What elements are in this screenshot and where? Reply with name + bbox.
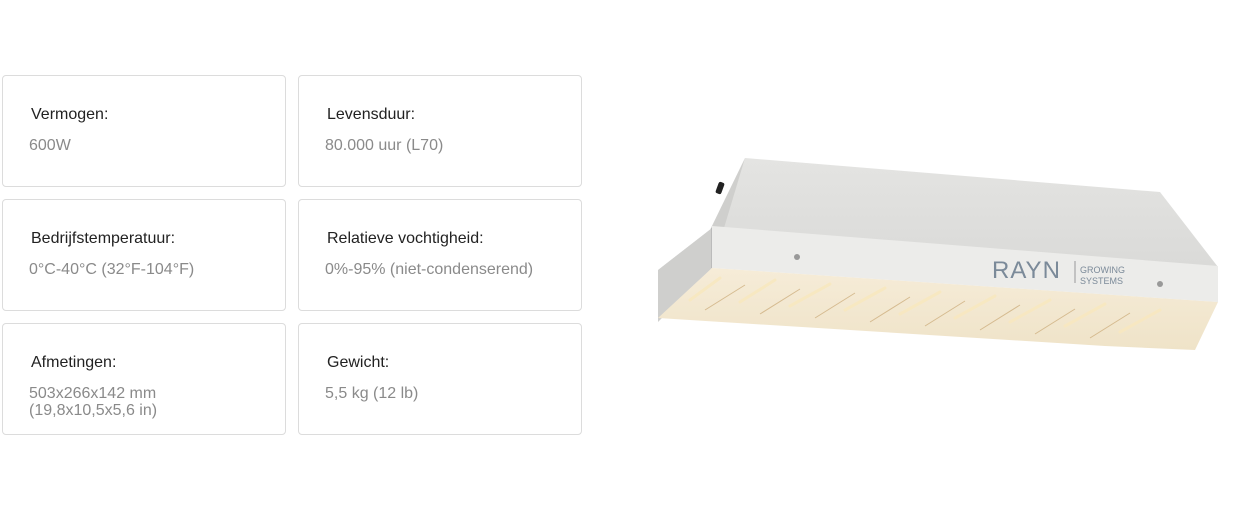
spec-card-humidity: Relatieve vochtigheid: 0%-95% (niet-cond… [298, 199, 582, 311]
brand-logo: RAYN [992, 257, 1061, 284]
spec-label: Vermogen: [31, 106, 109, 123]
spec-card-power: Vermogen: 600W [2, 75, 286, 187]
spec-card-dimensions: Afmetingen: 503x266x142 mm (19,8x10,5x5,… [2, 323, 286, 435]
spec-card-temperature: Bedrijfstemperatuur: 0°C-40°C (32°F-104°… [2, 199, 286, 311]
spec-label: Levensduur: [327, 106, 416, 123]
product-image-led-fixture: RAYN GROWING SYSTEMS [658, 158, 1218, 350]
spec-value-line: (19,8x10,5x5,6 in) [29, 402, 158, 419]
svg-text:SYSTEMS: SYSTEMS [1080, 276, 1123, 286]
svg-text:GROWING: GROWING [1080, 265, 1125, 275]
spec-card-weight: Gewicht: 5,5 kg (12 lb) [298, 323, 582, 435]
spec-label: Afmetingen: [31, 354, 117, 371]
spec-card-lifetime: Levensduur: 80.000 uur (L70) [298, 75, 582, 187]
spec-label: Relatieve vochtigheid: [327, 230, 484, 247]
spec-value-line: 503x266x142 mm [29, 385, 157, 402]
spec-label: Gewicht: [327, 354, 390, 371]
spec-value: 0%-95% (niet-condenserend) [325, 261, 534, 278]
spec-value: 5,5 kg (12 lb) [325, 385, 419, 402]
spec-label: Bedrijfstemperatuur: [31, 230, 176, 247]
spec-value: 600W [29, 137, 71, 154]
spec-value: 503x266x142 mm (19,8x10,5x5,6 in) [29, 385, 279, 419]
spec-value: 0°C-40°C (32°F-104°F) [29, 261, 195, 278]
spec-value: 80.000 uur (L70) [325, 137, 444, 154]
